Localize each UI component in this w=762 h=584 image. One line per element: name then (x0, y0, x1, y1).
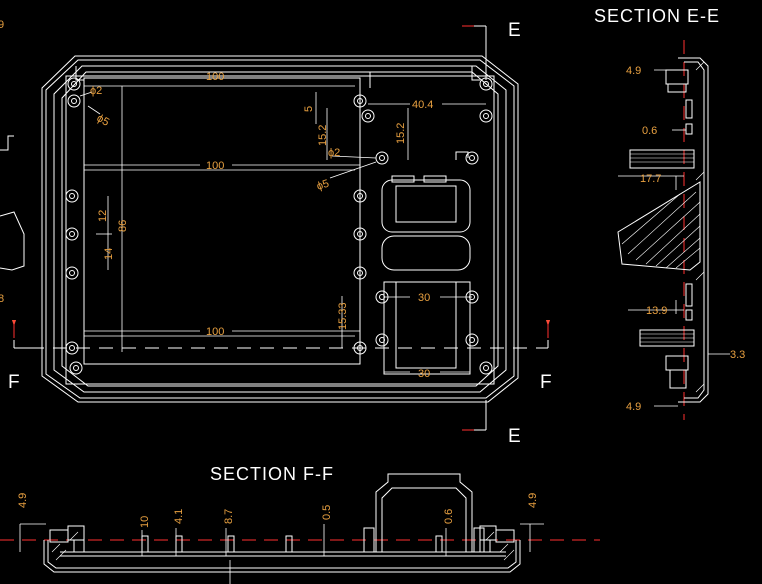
plan-outline-2 (45, 59, 515, 399)
section-f-f-profile (0, 473, 600, 584)
boss-holes-middle (353, 94, 389, 355)
dim-e-17-7: 17.7 (640, 173, 661, 185)
dim-f-8-7: 8.7 (223, 509, 235, 524)
section-e-e-profile (617, 40, 730, 420)
dim-30-a: 30 (418, 292, 430, 304)
dim-phi2-a: ϕ2 (90, 85, 102, 97)
dim-e-4-9-bottom: 4.9 (626, 401, 641, 413)
dim-100-mid: 100 (206, 160, 224, 172)
dim-e-0-6: 0.6 (642, 125, 657, 137)
section-e-e-dimension-labels: 4.9 0.6 17.7 13.9 3.3 4.9 (626, 65, 745, 413)
dim-f-4-1: 4.1 (173, 509, 185, 524)
dim-100-top: 100 (206, 71, 224, 83)
plan-outline-outer (41, 55, 519, 403)
dim-f-4-9-right: 4.9 (527, 493, 539, 508)
dim-phi2-b: ϕ2 (328, 147, 340, 159)
dim-86: 86 (117, 220, 129, 232)
section-f-f-title: SECTION F-F (210, 464, 334, 484)
dim-e-13-9: 13.9 (646, 305, 667, 317)
cut-marker-f-left: F (8, 372, 20, 393)
corner-bracket (369, 71, 386, 88)
cut-marker-f-right: F (540, 372, 552, 393)
dim-30-b: 30 (418, 368, 430, 380)
boss-holes-left (65, 77, 83, 375)
dim-e-4-9-top: 4.9 (626, 65, 641, 77)
dim-40-4: 40.4 (412, 99, 433, 111)
dim-14: 14 (103, 248, 115, 260)
dim-15-33: 15.33 (337, 302, 349, 330)
plan-view (0, 25, 550, 431)
dim-f-10: 10 (139, 516, 151, 528)
plan-dimension-labels: 100 100 100 40.4 5 15.2 15.2 12 14 86 30… (0, 19, 433, 380)
section-f-f-dimension-labels: 4.9 10 4.1 8.7 0.5 0.6 4.9 (17, 493, 539, 528)
connector-cutout (381, 175, 471, 375)
edge-dim-left-top: 9 (0, 19, 4, 31)
dim-15-2-a: 15.2 (317, 125, 329, 146)
plan-outline-inner (61, 71, 499, 387)
dim-15-2-b: 15.2 (395, 123, 407, 144)
dim-e-3-3: 3.3 (730, 349, 745, 361)
dim-f-0-5: 0.5 (321, 505, 333, 520)
cut-marker-e-bottom: E (508, 426, 521, 447)
dim-f-4-9-left: 4.9 (17, 493, 29, 508)
dim-5: 5 (303, 106, 315, 112)
dim-f-0-6: 0.6 (443, 509, 455, 524)
edge-dim-left-bottom: 8 (0, 293, 4, 305)
dim-12: 12 (97, 210, 109, 222)
dim-phi5-b: ϕ5 (315, 178, 330, 193)
cut-marker-e-top: E (508, 20, 521, 41)
dim-phi5-a: ϕ5 (95, 112, 112, 129)
plan-inner-rim (65, 75, 495, 385)
dim-100-bottom: 100 (206, 326, 224, 338)
section-e-e-title: SECTION E-E (594, 6, 720, 26)
